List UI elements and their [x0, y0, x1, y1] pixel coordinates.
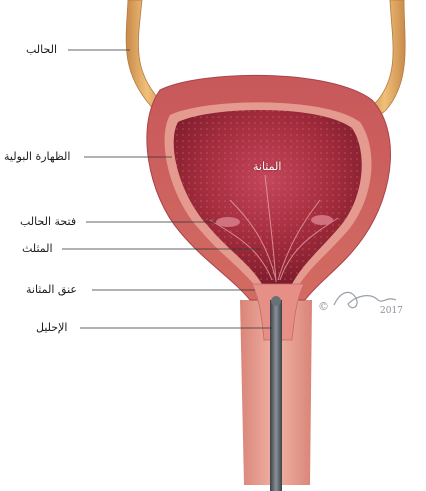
- ureter-label: الحالب: [26, 43, 57, 56]
- catheter: [270, 300, 282, 491]
- catheter-tip: [271, 296, 281, 306]
- bladder-neck-label: عنق المثانة: [26, 283, 77, 296]
- trigone-label: المثلث: [22, 242, 53, 255]
- urothelium-label: الظهارة البولية: [4, 150, 70, 163]
- urethra-label: الإحليل: [36, 321, 67, 334]
- bladder-label: المثانة: [253, 160, 281, 173]
- ureteral-orifice-label: فتحة الحالب: [20, 215, 76, 228]
- ureteral-orifice: [216, 217, 240, 227]
- ureteral-orifice-right: [311, 215, 333, 225]
- signature-year: 2017: [380, 306, 403, 316]
- copyright-mark: ©: [318, 300, 329, 313]
